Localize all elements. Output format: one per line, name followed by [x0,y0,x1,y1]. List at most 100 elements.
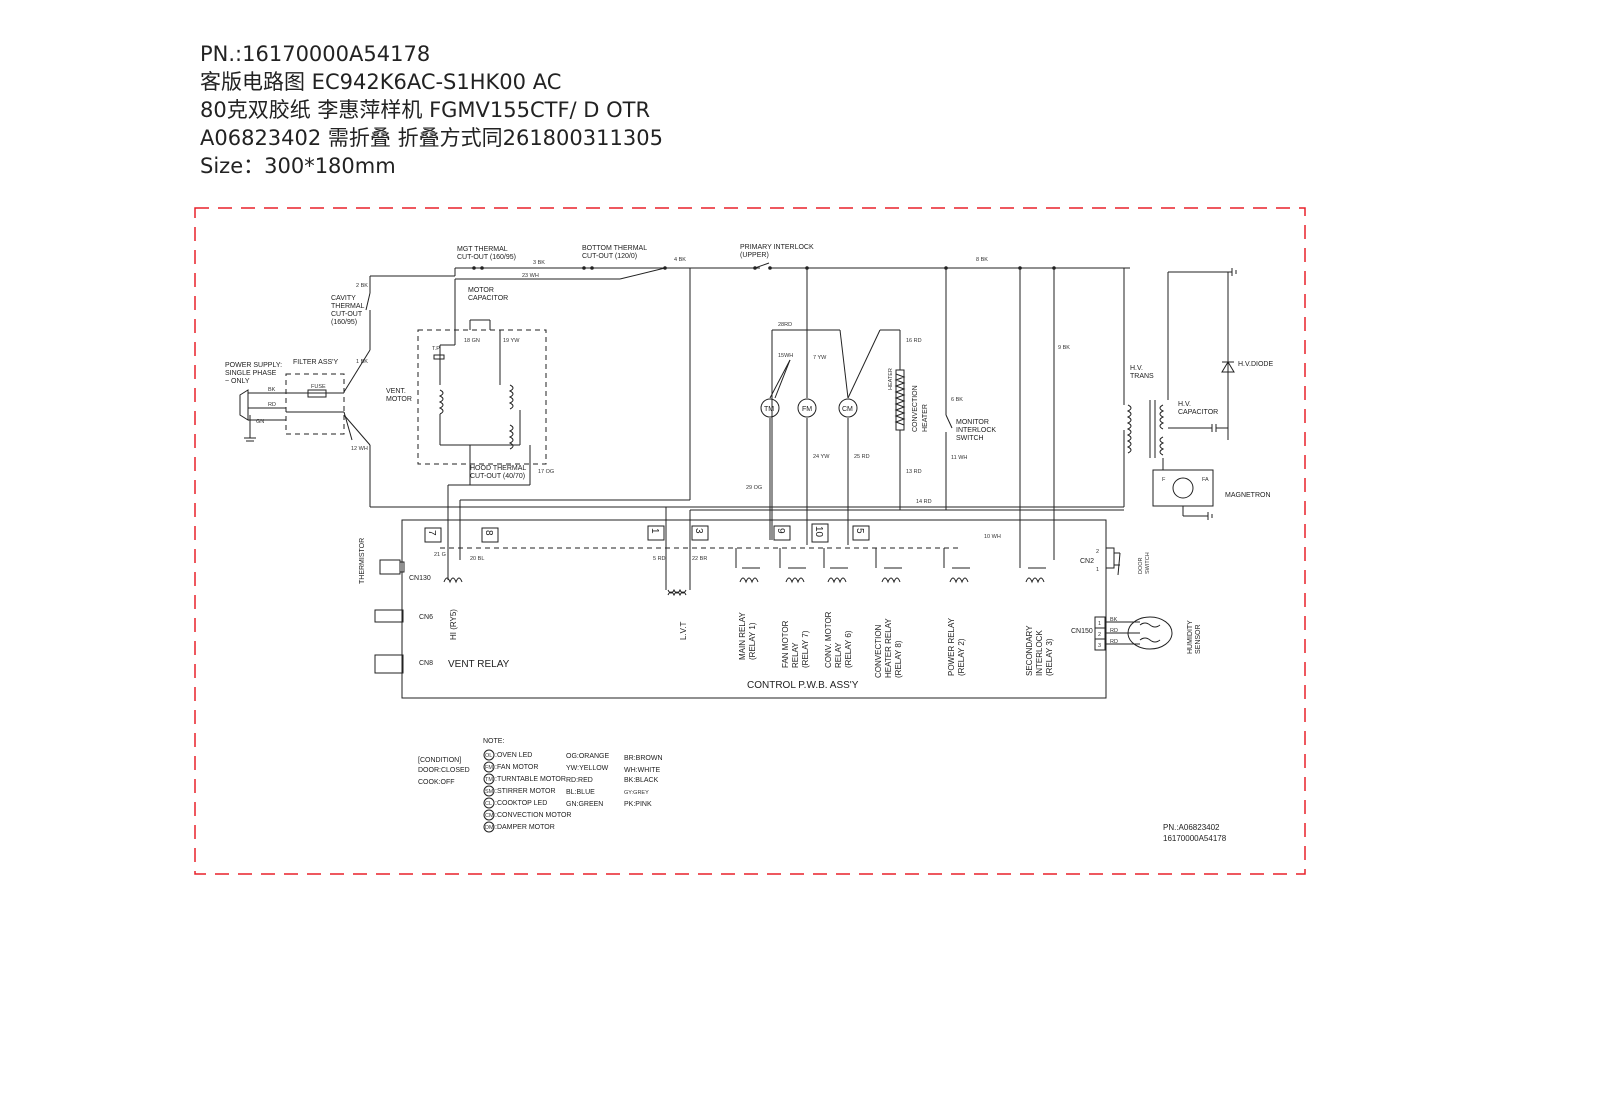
tp-label: T.P [432,346,440,352]
main-relay-label-2: (RELAY 1) [748,622,757,660]
color-bl: BL:BLUE [566,789,595,796]
notes-title: NOTE: [483,738,504,745]
size-line: Size：300*180mm [200,154,396,178]
wire-5rd: 5 RD [653,556,666,562]
cooktop-led-legend-icon [483,797,495,809]
fan-relay-label-3: (RELAY 7) [801,630,810,668]
wire-8bk: 8 BK [976,257,988,263]
color-br: BR:BROWN [624,755,663,762]
vent-motor-box [417,319,547,465]
hood-thermal-wires [447,268,691,580]
magnetron-fa-label: FA [1202,477,1209,483]
symbol-text-cl: :COOKTOP LED [495,800,547,807]
monitor-interlock-label-3: SWITCH [956,435,984,442]
pin-10-box [811,523,829,543]
fm-label: FM [802,406,812,413]
left-feed [343,292,1125,508]
monitor-interlock-label-2: INTERLOCK [956,427,996,434]
hv-trans-label-2: TRANS [1130,373,1154,380]
wire-18gn: 18 GN [464,338,480,344]
part-number-line: PN.:16170000A54178 [200,42,431,66]
pin-5-box [852,525,870,541]
hood-thermal-label-2: CUT-OUT (40/70) [470,473,525,480]
cn150-wire-rd-2: RD [1110,639,1118,645]
cn8-connector [374,654,404,674]
wire-25rd: 25 RD [854,454,870,460]
wire-14rd: 14 RD [916,499,932,505]
title-line-2: 客版电路图 EC942K6AC-S1HK00 AC [200,70,562,94]
symbol-abbr-fm: FM [485,765,493,771]
conv-heater-relay-label-1: CONVECTION [874,624,883,678]
heater-small-label: HEATER [888,368,894,390]
fan-relay-label-2: RELAY [791,642,800,668]
wire-rd-plug: RD [268,402,276,408]
wire-4bk: 4 BK [674,257,686,263]
pin-8-box [481,527,499,543]
hv-diode-label: H.V.DIODE [1238,361,1273,368]
wire-12wh: 12 WH [351,446,368,452]
wire-15wh: 15WH [778,353,793,359]
pin-10: 10 [813,526,824,538]
title-line-3: 80克双胶纸 李惠萍样机 FGMV155CTF/ D OTR [200,98,651,122]
power-supply-label-2: SINGLE PHASE [225,370,277,377]
cn2-label: CN2 [1080,558,1094,565]
convection-heater [894,369,906,510]
symbol-abbr-cm: CM [485,813,494,819]
bottom-thermal-label-2: CUT-OUT (120/0) [582,253,637,260]
condition-door: DOOR:CLOSED [418,767,470,774]
vent-motor-label-1: VENT. [386,388,406,395]
filter-box [285,373,353,441]
wire-9bk: 9 BK [1058,345,1070,351]
damper-motor-legend-icon [483,821,495,833]
color-wh: WH:WHITE [624,767,660,774]
humidity-sensor-label-1: HUMIDITY [1187,620,1194,654]
wire-24yw: 24 YW [813,454,830,460]
control-board-outline [401,519,1107,699]
wire-19yw: 19 YW [503,338,520,344]
cn6-connector [374,609,404,623]
wire-16rd: 16 RD [906,338,922,344]
pin-3-box [691,525,709,541]
cavity-thermal-label-2: THERMAL [331,303,365,310]
wire-22br: 22 BR [692,556,707,562]
pin-7: 7 [426,530,437,536]
cn2-connector [1105,547,1115,569]
wire-13rd: 13 RD [906,469,922,475]
wire-17og: 17 OG [538,469,554,475]
wire-20bl: 20 BL [470,556,484,562]
power-supply-label-1: POWER SUPPLY: [225,362,282,369]
motor-capacitor-label-2: CAPACITOR [468,295,508,302]
pin-5: 5 [854,528,865,534]
wire-29og: 29 OG [746,485,762,491]
header-block: PN.:16170000A54178 客版电路图 EC942K6AC-S1HK0… [200,40,663,180]
fan-motor-icon [797,398,817,418]
symbol-abbr-dm: DM [485,825,494,831]
magnetron-f-label: F [1162,477,1166,483]
sheet-border [194,207,1306,875]
cavity-thermal-label-4: (160/95) [331,319,357,326]
hv-capacitor-label-2: CAPACITOR [1178,409,1218,416]
cavity-thermal-label-1: CAVITY [331,295,356,302]
symbol-text-cm: :CONVECTION MOTOR [495,812,571,819]
monitor-interlock-label-1: MONITOR [956,419,989,426]
cn2-pin-1: 1 [1096,567,1099,573]
turntable-motor-legend-icon [483,773,495,785]
door-switch-label-1: DOOR [1138,557,1144,574]
conv-motor-relay-label-2: RELAY [834,642,843,668]
pin-1-box [647,525,665,541]
wire-1bk: 1 BK [356,359,368,365]
pin-9-box [773,525,791,541]
wire-11wh: 11 WH [951,455,967,461]
cn2-pin-2: 2 [1096,549,1099,555]
bottom-thermal-label-1: BOTTOM THERMAL [582,245,647,252]
power-relay-label-1: POWER RELAY [947,617,956,676]
condition-cook: COOK:OFF [418,779,455,786]
power-supply-label-3: ~ ONLY [225,378,250,385]
cn150-pin-3: 3 [1098,643,1101,649]
wire-21g: 21 G [434,552,446,558]
conv-heater-relay-label-2: HEATER RELAY [884,618,893,678]
wire-10wh: 10 WH [984,534,1001,540]
cn150-pin-1: 1 [1098,621,1101,627]
cn6-label: CN6 [419,614,433,621]
fan-motor-legend-icon [483,761,495,773]
